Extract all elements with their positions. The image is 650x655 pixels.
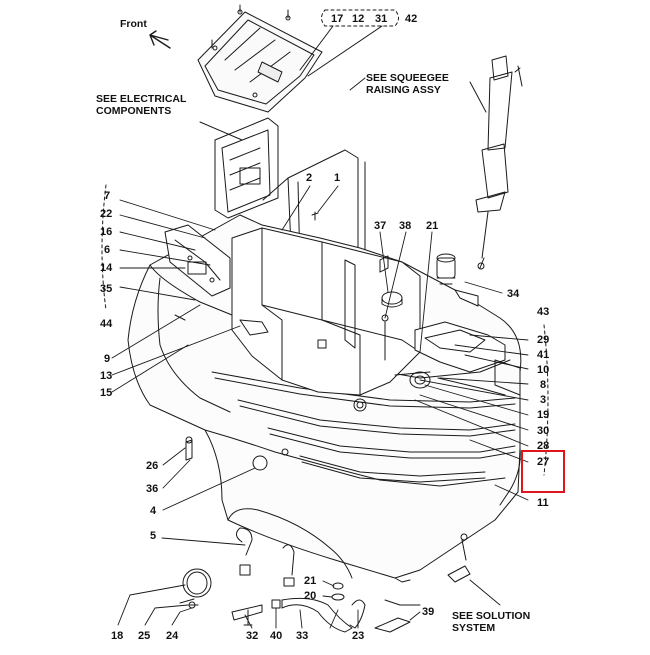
part-label: 7 [104, 190, 111, 202]
highlight-box [521, 450, 565, 493]
part-label: 37 [374, 220, 387, 232]
part-label: 19 [537, 409, 550, 421]
part-label: 35 [100, 283, 113, 295]
part-label: 9 [104, 353, 111, 365]
part-label: 2 [306, 172, 313, 184]
part-label: 36 [146, 483, 159, 495]
part-label: 34 [507, 288, 520, 300]
part-label: 18 [111, 630, 124, 642]
part-label: 24 [166, 630, 179, 642]
part-label: 21 [426, 220, 439, 232]
part-label: 31 [375, 13, 388, 25]
part-label: 29 [537, 334, 550, 346]
electrical-components-note: SEE ELECTRICAL COMPONENTS [96, 93, 187, 117]
part-label: 40 [270, 630, 283, 642]
top-cover [197, 4, 323, 113]
electrical-bracket [214, 117, 279, 219]
part-label: 13 [100, 370, 113, 382]
part-label: 41 [537, 349, 550, 361]
part-label: 39 [422, 606, 435, 618]
part-label: 3 [540, 394, 547, 406]
front-arrow-icon [149, 30, 171, 49]
solution-system-note: SEE SOLUTION SYSTEM [452, 610, 531, 634]
part-label: 44 [100, 318, 113, 330]
part-label: 32 [246, 630, 259, 642]
leader-lines [111, 77, 529, 629]
hinge-arms [394, 289, 521, 396]
part-label: 16 [100, 226, 113, 238]
part-label: 5 [150, 530, 157, 542]
part-label: 4 [150, 505, 157, 517]
part-label: 20 [304, 590, 317, 602]
part-label: 15 [100, 387, 113, 399]
part-label: 38 [399, 220, 412, 232]
part-label: 28 [537, 440, 550, 452]
part-label: 43 [537, 306, 550, 318]
part-label: 22 [100, 208, 113, 220]
part-label: 23 [352, 630, 365, 642]
part-label: 6 [104, 244, 111, 256]
part-label: 30 [537, 425, 550, 437]
squeegee-raising-note: SEE SQUEEGEE RAISING ASSY [366, 72, 449, 96]
squeegee-actuator [475, 55, 523, 270]
front-label: Front [120, 18, 147, 30]
small-parts [185, 211, 456, 471]
part-label: 11 [537, 497, 549, 509]
part-label: 25 [138, 630, 151, 642]
side-slats [211, 371, 516, 483]
part-label: 12 [352, 13, 365, 25]
tank-interior [231, 227, 421, 412]
part-label: 21 [304, 575, 317, 587]
part-label: 33 [296, 630, 309, 642]
bottom-parts [179, 527, 471, 633]
part-label: 10 [537, 364, 550, 376]
part-label: 1 [334, 172, 341, 184]
part-label-highlighted: 27 [537, 456, 550, 468]
group-brackets [101, 9, 549, 476]
part-label: 14 [100, 262, 113, 274]
part-label: 42 [405, 13, 418, 25]
part-label: 26 [146, 460, 159, 472]
part-label: 17 [331, 13, 344, 25]
part-label: 8 [540, 379, 547, 391]
